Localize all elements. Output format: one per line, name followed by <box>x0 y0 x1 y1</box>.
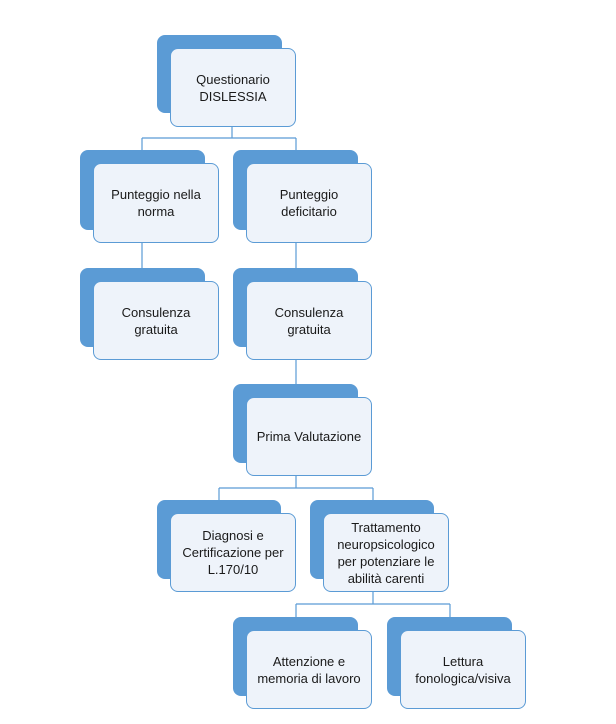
node-box: Diagnosi e Certificazione per L.170/10 <box>170 513 296 592</box>
node-label-punteggio-deficitario: Punteggio deficitario <box>279 187 339 219</box>
node-label-trattamento: Trattamento neuropsicologico per potenzi… <box>337 519 435 586</box>
node-label-prima-valutazione: Prima Valutazione <box>256 429 362 444</box>
node-label-lettura: Lettura fonologica/visiva <box>415 653 511 686</box>
node-box: Consulenza gratuita <box>93 281 219 360</box>
node-label-diagnosi: Diagnosi e Certificazione per L.170/10 <box>182 528 284 577</box>
node-label-consulenza-left: Consulenza gratuita <box>121 304 191 337</box>
node-box: Lettura fonologica/visiva <box>400 630 526 709</box>
node-box: Questionario DISLESSIA <box>170 48 296 127</box>
node-box: Attenzione e memoria di lavoro <box>246 630 372 709</box>
node-label-attenzione-memoria: Attenzione e memoria di lavoro <box>257 653 361 686</box>
node-box: Punteggio deficitario <box>246 163 372 243</box>
node-label-questionario: Questionario DISLESSIA <box>196 71 270 104</box>
node-box: Consulenza gratuita <box>246 281 372 360</box>
node-box: Punteggio nella norma <box>93 163 219 243</box>
node-box: Prima Valutazione <box>246 397 372 476</box>
node-label-punteggio-norma: Punteggio nella norma <box>111 187 201 219</box>
node-label-consulenza-right: Consulenza gratuita <box>274 304 344 337</box>
node-box: Trattamento neuropsicologico per potenzi… <box>323 513 449 592</box>
